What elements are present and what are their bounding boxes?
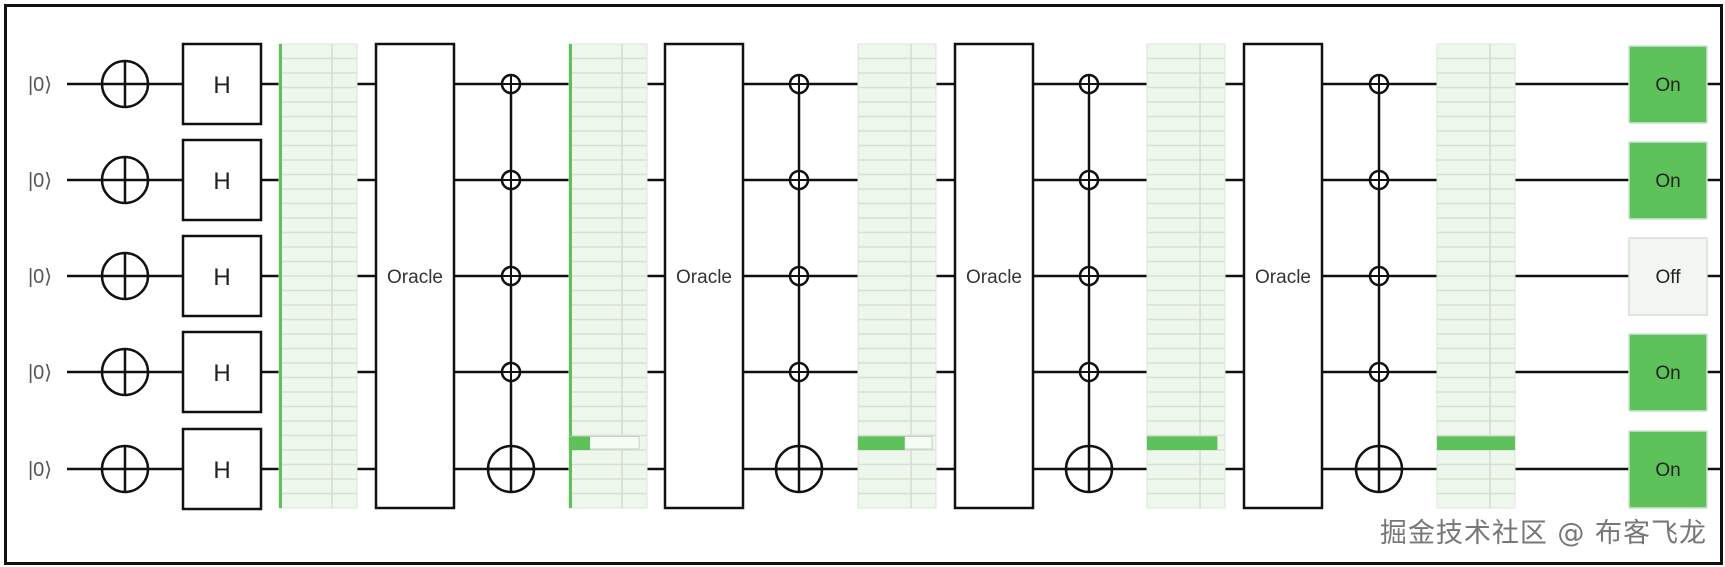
amplitude-display[interactable] <box>1436 43 1516 509</box>
output-indicator-on[interactable]: On <box>1628 141 1708 220</box>
indicator-label: On <box>1655 75 1680 96</box>
probability-edge <box>279 44 282 508</box>
indicator-label: On <box>1655 171 1680 192</box>
multi-controlled-not-gate[interactable] <box>1064 73 1114 494</box>
x-gate[interactable] <box>100 444 150 494</box>
hadamard-gate[interactable]: H <box>181 330 263 414</box>
gate-label: Oracle <box>387 267 443 288</box>
hadamard-gate[interactable]: H <box>181 234 263 318</box>
indicator-box <box>1628 237 1708 316</box>
multi-controlled-not-gate[interactable] <box>774 73 824 494</box>
hadamard-gate[interactable]: H <box>181 42 263 126</box>
initial-state-label: |0⟩ <box>28 362 52 384</box>
indicator-label: Off <box>1656 267 1682 288</box>
indicator-box <box>1628 333 1708 412</box>
gate-box <box>181 138 263 222</box>
probability-edge <box>569 44 572 508</box>
multi-controlled-not-gate[interactable] <box>486 73 536 494</box>
x-gate[interactable] <box>100 251 150 301</box>
multi-controlled-not-gate[interactable] <box>1354 73 1404 494</box>
gate-box <box>181 427 263 511</box>
indicator-box <box>1628 430 1708 509</box>
watermark: 掘金技术社区 @ 布客飞龙 <box>1379 518 1707 549</box>
gate-box <box>953 42 1035 510</box>
amplitude-display[interactable] <box>568 43 648 509</box>
indicator-box <box>1628 45 1708 124</box>
circuit-frame <box>4 4 1723 565</box>
oracle-gate[interactable]: Oracle <box>953 42 1035 510</box>
marked-state-probability-bar <box>858 436 905 450</box>
initial-state-label: |0⟩ <box>28 170 52 192</box>
marked-state-probability-bar <box>1147 436 1218 450</box>
amplitude-display[interactable] <box>1146 43 1226 509</box>
indicator-label: On <box>1655 460 1680 481</box>
amplitude-display[interactable] <box>857 43 937 509</box>
gate-label: Oracle <box>1255 267 1311 288</box>
x-gate[interactable] <box>100 347 150 397</box>
marked-state-probability-bar <box>569 436 591 450</box>
gate-label: H <box>213 264 230 291</box>
initial-state-label: |0⟩ <box>28 459 52 481</box>
x-gate[interactable] <box>100 155 150 205</box>
gate-box <box>181 330 263 414</box>
initial-state-label: |0⟩ <box>28 266 52 288</box>
indicator-box <box>1628 141 1708 220</box>
indicator-label: On <box>1655 363 1680 384</box>
marked-state-probability-bar <box>1437 436 1515 450</box>
gate-box <box>181 234 263 318</box>
gate-label: H <box>213 168 230 195</box>
gate-label: H <box>213 457 230 484</box>
gate-label: H <box>213 72 230 99</box>
output-indicator-off[interactable]: Off <box>1628 237 1708 316</box>
hadamard-gate[interactable]: H <box>181 138 263 222</box>
output-indicator-on[interactable]: On <box>1628 430 1708 509</box>
gate-box <box>1242 42 1324 510</box>
output-indicator-on[interactable]: On <box>1628 333 1708 412</box>
gate-label: Oracle <box>966 267 1022 288</box>
amplitude-display[interactable] <box>278 43 358 509</box>
output-indicator-on[interactable]: On <box>1628 45 1708 124</box>
gate-box <box>663 42 745 510</box>
initial-state-label: |0⟩ <box>28 74 52 96</box>
gate-box <box>374 42 456 510</box>
gate-box <box>181 42 263 126</box>
x-gate[interactable] <box>100 59 150 109</box>
marked-state-probability-bar <box>279 436 282 450</box>
gate-label: Oracle <box>676 267 732 288</box>
gate-label: H <box>213 360 230 387</box>
oracle-gate[interactable]: Oracle <box>663 42 745 510</box>
oracle-gate[interactable]: Oracle <box>1242 42 1324 510</box>
oracle-gate[interactable]: Oracle <box>374 42 456 510</box>
hadamard-gate[interactable]: H <box>181 427 263 511</box>
